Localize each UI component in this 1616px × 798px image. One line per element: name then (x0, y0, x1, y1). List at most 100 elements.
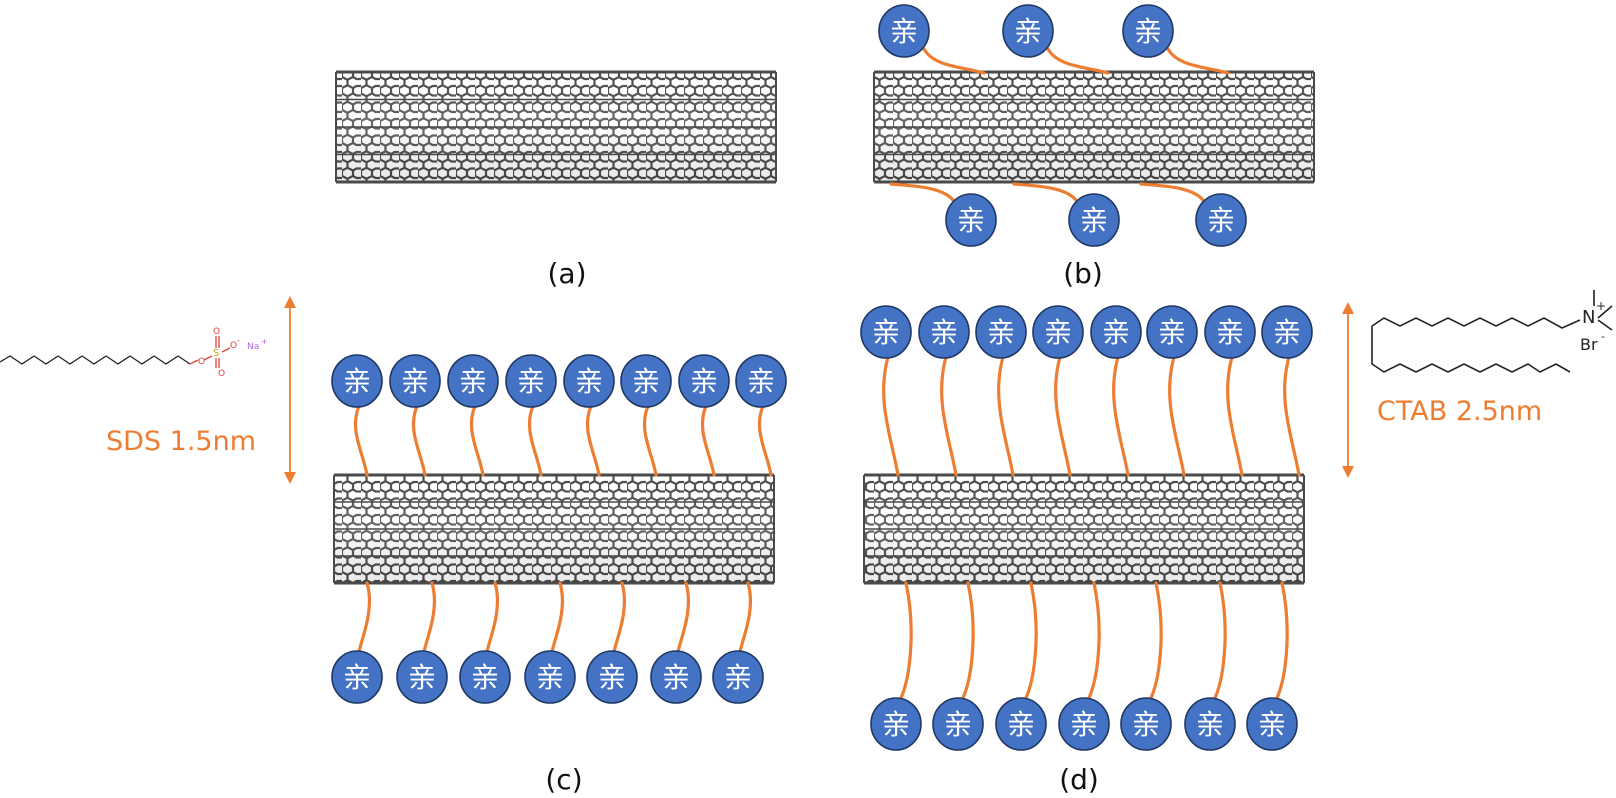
surfactant-tail (1166, 47, 1230, 75)
surfactant-head-icon: 亲 (1204, 305, 1256, 359)
surfactant-tail (700, 404, 716, 477)
surfactant-tail (960, 581, 975, 702)
head-glyph: 亲 (1258, 708, 1286, 741)
head-glyph: 亲 (1273, 316, 1301, 349)
head-glyph: 亲 (1216, 316, 1244, 349)
ctab-annotation: CTAB 2.5nm N + Br - (1342, 290, 1613, 478)
surfactant-head-icon: 亲 (331, 650, 383, 704)
sds-oxygen-text: O (198, 357, 205, 367)
surfactant-tail (1274, 581, 1289, 702)
ctab-nitrogen-charge-text: + (1596, 299, 1606, 313)
surfactant-head-icon: 亲 (1146, 305, 1198, 359)
surfactant-tail (1112, 355, 1130, 477)
surfactant-tail (422, 581, 437, 654)
surfactant-tail (469, 404, 485, 477)
surfactant-tail (922, 47, 986, 75)
surfactant-head-icon: 亲 (975, 305, 1027, 359)
surfactant-head-icon: 亲 (1120, 697, 1172, 751)
surfactant-head-icon: 亲 (586, 650, 638, 704)
sds-oxygen-top-text: O (213, 327, 220, 337)
surfactant-head-icon: 亲 (860, 305, 912, 359)
nanotube-c (333, 473, 775, 585)
surfactant-tail (1023, 581, 1038, 702)
sds-charge-text: - (237, 336, 240, 345)
surfactant-head-icon: 亲 (1195, 193, 1247, 247)
surfactant-tail (997, 355, 1015, 477)
head-glyph: 亲 (632, 365, 660, 398)
surfactant-head-icon: 亲 (563, 354, 615, 408)
head-glyph: 亲 (343, 365, 371, 398)
sds-sulfur-text: S (213, 348, 219, 359)
sds-label: SDS 1.5nm (106, 426, 256, 457)
head-glyph: 亲 (747, 365, 775, 398)
surfactant-tail (485, 581, 500, 654)
surfactant-head-icon: 亲 (620, 354, 672, 408)
surfactant-head-icon: 亲 (878, 4, 930, 58)
surfactant-tail (357, 581, 372, 654)
head-glyph: 亲 (343, 661, 371, 694)
double-arrow-icon (284, 296, 296, 484)
sds-oxygen-bottom-text: O (218, 369, 225, 379)
head-glyph: 亲 (724, 661, 752, 694)
surfactant-tail (612, 581, 627, 654)
head-glyph: 亲 (471, 661, 499, 694)
surfactant-head-icon: 亲 (735, 354, 787, 408)
surfactant-head-icon: 亲 (945, 193, 997, 247)
panel-label-c: (c) (545, 763, 582, 796)
surfactant-tail (527, 404, 543, 477)
surfactant-head-icon: 亲 (1261, 305, 1313, 359)
surfactant-tail (1139, 182, 1205, 202)
panel-label-a: (a) (547, 257, 586, 290)
head-glyph: 亲 (1134, 15, 1162, 48)
head-glyph: 亲 (944, 708, 972, 741)
surfactant-heads: 亲亲亲亲亲亲亲亲亲亲亲亲亲亲亲亲亲亲亲亲亲亲亲亲亲亲亲亲亲亲亲亲亲亲亲亲 (331, 4, 1313, 751)
head-glyph: 亲 (690, 365, 718, 398)
head-glyph: 亲 (930, 316, 958, 349)
surfactant-head-icon: 亲 (389, 354, 441, 408)
surfactant-head-icon: 亲 (1184, 697, 1236, 751)
sds-sodium-text: Na (247, 342, 259, 352)
surfactant-tail (1046, 47, 1110, 75)
surfactant-head-icon: 亲 (1058, 697, 1110, 751)
head-glyph: 亲 (1196, 708, 1224, 741)
surfactant-head-icon: 亲 (995, 697, 1047, 751)
sds-structure-icon: O S O O O - Na + (0, 327, 268, 379)
surfactant-head-icon: 亲 (870, 697, 922, 751)
surfactant-tail (940, 355, 958, 477)
surfactant-tail (1012, 182, 1078, 202)
ctab-label: CTAB 2.5nm (1377, 396, 1542, 427)
panel-label-b: (b) (1063, 257, 1103, 290)
head-glyph: 亲 (890, 15, 918, 48)
surfactant-head-icon: 亲 (1002, 4, 1054, 58)
surfactant-tail (1283, 355, 1301, 477)
head-glyph: 亲 (1207, 204, 1235, 237)
head-glyph: 亲 (575, 365, 603, 398)
head-glyph: 亲 (1070, 708, 1098, 741)
head-glyph: 亲 (536, 661, 564, 694)
surfactant-tail (1086, 581, 1101, 702)
double-arrow-icon (1342, 302, 1354, 478)
nanotube-a (335, 70, 777, 184)
head-glyph: 亲 (1014, 15, 1042, 48)
surfactant-head-icon: 亲 (1122, 4, 1174, 58)
surfactant-head-icon: 亲 (396, 650, 448, 704)
surfactant-tail (757, 404, 773, 477)
head-glyph: 亲 (957, 204, 985, 237)
surfactant-head-icon: 亲 (1090, 305, 1142, 359)
surfactant-head-icon: 亲 (1068, 193, 1120, 247)
head-glyph: 亲 (1158, 316, 1186, 349)
surfactant-head-icon: 亲 (505, 354, 557, 408)
head-glyph: 亲 (459, 365, 487, 398)
head-glyph: 亲 (401, 365, 429, 398)
surfactant-head-icon: 亲 (712, 650, 764, 704)
sds-sodium-charge-text: + (261, 337, 268, 346)
surfactant-tail (882, 355, 900, 477)
surfactant-head-icon: 亲 (650, 650, 702, 704)
head-glyph: 亲 (882, 708, 910, 741)
surfactant-head-icon: 亲 (678, 354, 730, 408)
surfactant-head-icon: 亲 (1032, 305, 1084, 359)
head-glyph: 亲 (517, 365, 545, 398)
ctab-structure-icon: N + Br - (1371, 290, 1613, 373)
ctab-bromide-text: Br (1580, 335, 1598, 354)
surfactant-tail (585, 404, 601, 477)
